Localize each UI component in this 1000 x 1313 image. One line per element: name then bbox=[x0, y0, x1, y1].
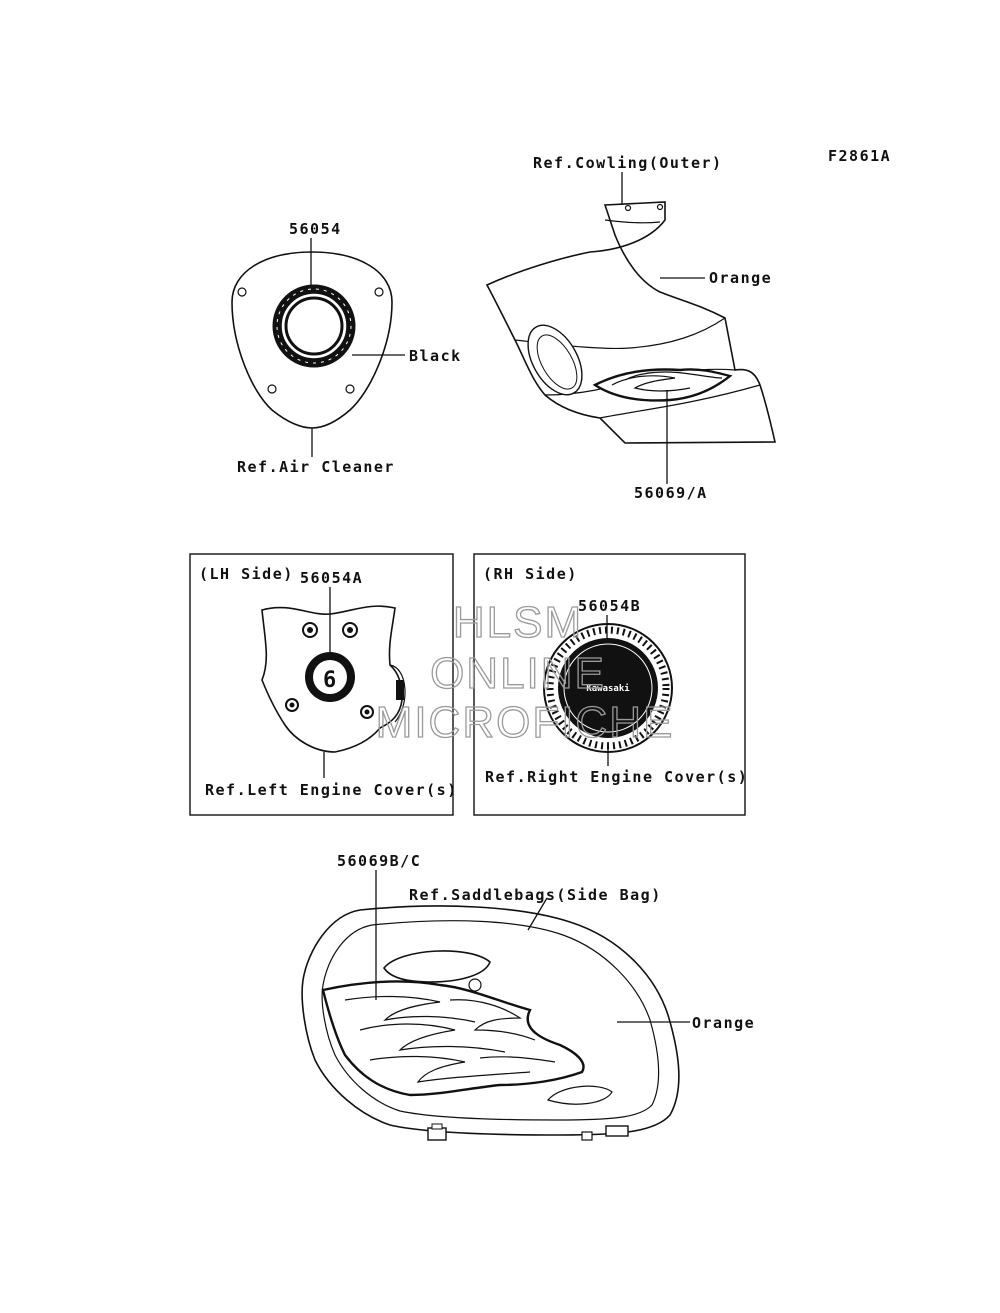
cowling-flame-decal bbox=[592, 368, 733, 402]
rh-side-box: (RH Side) 56054B Kawasaki Ref.Right Engi… bbox=[473, 553, 748, 816]
air-cleaner-group: 56054 Black Ref.Air Cleaner bbox=[231, 220, 462, 476]
ref-left-engine-cover: Ref.Left Engine Cover(s) bbox=[205, 781, 458, 799]
bolt-icon bbox=[285, 698, 299, 712]
saddlebag-mount bbox=[581, 1125, 629, 1141]
ref-cowling-outer: Ref.Cowling(Outer) bbox=[533, 154, 723, 172]
left-cover-emblem: 6 bbox=[305, 652, 355, 702]
lock-icon bbox=[468, 978, 482, 992]
ref-right-engine-cover: Ref.Right Engine Cover(s) bbox=[485, 768, 748, 786]
bolt-icon bbox=[656, 203, 664, 211]
rh-side-title: (RH Side) bbox=[483, 565, 578, 583]
bolt-icon bbox=[624, 204, 632, 212]
watermark: HLSM ONLINE MICROFICHE bbox=[375, 597, 675, 747]
color-note-orange-saddlebag: Orange bbox=[692, 1014, 755, 1032]
leader-line bbox=[527, 897, 548, 931]
part-number-56069b-c: 56069B/C bbox=[337, 852, 421, 870]
bolt-icon bbox=[267, 384, 277, 394]
lh-side-title: (LH Side) bbox=[199, 565, 294, 583]
cowling-vent bbox=[536, 334, 578, 390]
saddlebag-badge-recess bbox=[546, 1085, 613, 1105]
bolt-icon bbox=[374, 287, 384, 297]
saddlebag-lid-scoop bbox=[383, 950, 491, 983]
cowling-crease bbox=[599, 384, 761, 419]
bolt-icon bbox=[360, 705, 374, 719]
color-note-orange: Orange bbox=[709, 269, 772, 287]
air-cleaner-emblem bbox=[272, 284, 356, 368]
cowling-outer bbox=[485, 201, 777, 444]
cover-edge bbox=[389, 664, 406, 723]
bolt-icon bbox=[342, 622, 358, 638]
ref-air-cleaner: Ref.Air Cleaner bbox=[237, 458, 395, 476]
cowling-edge bbox=[604, 219, 661, 224]
lh-side-box: (LH Side) 56054A 6 Ref.Left Engine Cover… bbox=[189, 553, 458, 816]
watermark-line-1: HLSM bbox=[453, 598, 583, 647]
saddlebag-mount bbox=[427, 1123, 447, 1141]
color-note-black: Black bbox=[409, 347, 462, 365]
bolt-icon bbox=[302, 622, 318, 638]
part-number-56054: 56054 bbox=[289, 220, 342, 238]
watermark-line-2: ONLINE bbox=[430, 649, 606, 698]
part-number-56054b: 56054B bbox=[578, 597, 641, 615]
cowling-group: Ref.Cowling(Outer) Orange 56069/A bbox=[485, 154, 777, 502]
cover-tab bbox=[396, 680, 404, 700]
bolt-icon bbox=[237, 287, 247, 297]
ref-saddlebags: Ref.Saddlebags(Side Bag) bbox=[409, 886, 662, 904]
bolt-icon bbox=[345, 384, 355, 394]
svg-text:6: 6 bbox=[323, 668, 336, 693]
kawasaki-badge-text: Kawasaki bbox=[586, 683, 630, 694]
right-cover-emblem: Kawasaki bbox=[543, 623, 673, 753]
saddlebag-flame-decal bbox=[321, 980, 585, 1097]
part-number-56069-a: 56069/A bbox=[634, 484, 708, 502]
watermark-line-3: MICROFICHE bbox=[376, 698, 675, 747]
saddlebag-group: 56069B/C Ref.Saddlebags(Side Bag) Orange bbox=[301, 852, 755, 1141]
saddlebag-inner-rim bbox=[321, 920, 660, 1121]
cowling-vent bbox=[527, 324, 583, 396]
part-number-56054a: 56054A bbox=[300, 569, 363, 587]
figure-code: F2861A bbox=[828, 147, 891, 165]
